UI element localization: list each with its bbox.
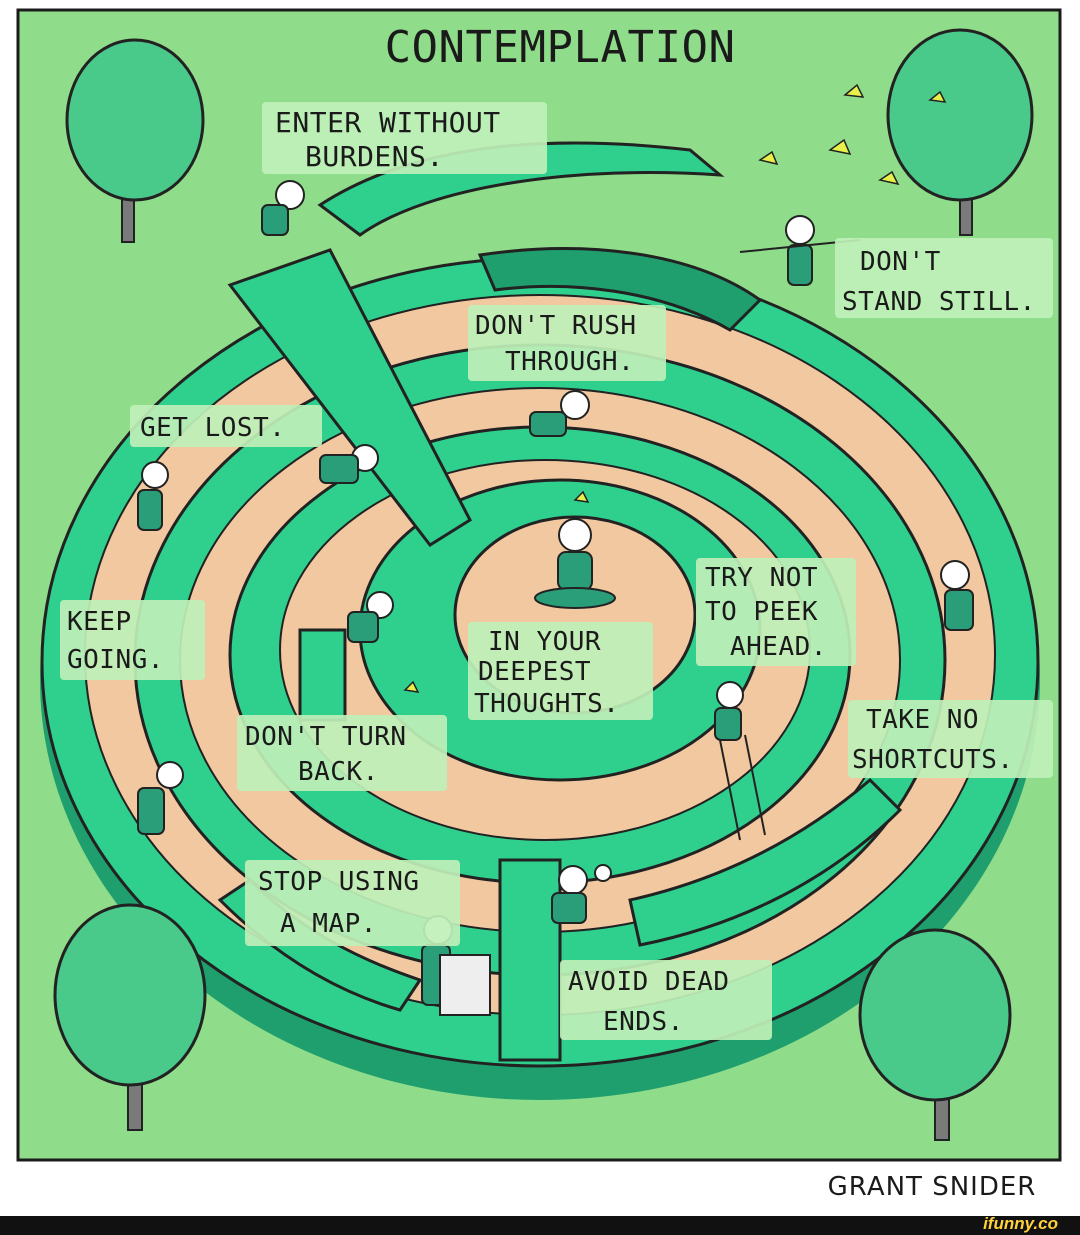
bird-icons [403,83,947,693]
hedge-wall-inner-top [477,247,763,332]
label-avoid-line-1: AVOID DEAD [568,967,730,997]
label-dont-rush: DON'T RUSH THROUGH. [468,305,666,381]
artist-credit: GRANT SNIDER [827,1172,1037,1202]
label-dont-stand-line-1: DON'T [860,247,941,277]
comic-title: CONTEMPLATION [385,22,736,73]
label-try-not-line-1: TRY NOT [705,563,818,593]
label-deepest-line-1: IN YOUR [488,627,601,657]
label-try-not-line-3: AHEAD. [730,632,827,662]
figure-running [529,390,590,437]
figure-crouching [551,864,612,924]
label-dont-stand-line-2: STAND STILL. [842,287,1036,317]
tree-bottom-left [53,903,207,1131]
hedge-wall-left-inner [298,628,347,722]
label-take-no-line-1: TAKE NO [866,705,979,735]
label-dont-turn: DON'T TURN BACK. [237,715,447,791]
label-deepest-line-3: THOUGHTS. [474,689,619,719]
label-avoid: AVOID DEAD ENDS. [560,960,772,1040]
label-keep-going-line-1: KEEP [67,607,132,637]
label-stop-map-line-1: STOP USING [258,867,420,897]
label-stop-map: STOP USING A MAP. [245,860,460,946]
watermark-bar [0,1216,1080,1235]
label-dont-rush-line-1: DON'T RUSH [475,311,637,341]
tree-top-left [65,38,205,243]
hedge-wall-bottom [498,858,562,1062]
figure-meditating [534,518,616,609]
figure-walking-left [137,461,169,531]
label-avoid-line-2: ENDS. [603,1007,684,1037]
label-enter-line-2: BURDENS. [305,140,444,173]
label-dont-rush-line-2: THROUGH. [505,347,634,377]
label-dont-turn-line-2: BACK. [298,757,379,787]
label-dont-turn-line-1: DON'T TURN [245,722,407,752]
figure-lost [319,444,379,484]
figure-ladder [714,681,766,841]
hedge-wall-right-lower [628,777,903,947]
watermark-text: ifunny.co [983,1214,1058,1233]
figure-plants [137,761,184,835]
label-keep-going-line-2: GOING. [67,645,164,675]
figure-entering [261,180,305,236]
svg-text:GET LOST.: GET LOST. [140,413,285,443]
label-get-lost-line-1: GET LOST. [140,413,285,443]
label-try-not-line-2: TO PEEK [705,597,818,627]
tree-top-right [886,28,1034,236]
label-stop-map-line-2: A MAP. [280,909,377,939]
label-dont-stand: DON'T STAND STILL. [835,238,1053,318]
label-deepest-line-2: DEEPEST [478,657,591,687]
label-enter-line-1: ENTER WITHOUT [275,106,501,139]
label-get-lost: GET LOST. [130,405,322,447]
figure-jumping [347,591,394,643]
label-take-no-line-2: SHORTCUTS. [852,745,1014,775]
tree-bottom-right [858,928,1012,1141]
label-keep-going: KEEP GOING. [60,600,205,680]
label-try-not: TRY NOT TO PEEK AHEAD. [696,558,856,666]
label-take-no: TAKE NO SHORTCUTS. [848,700,1053,778]
figure-digging [940,560,974,631]
